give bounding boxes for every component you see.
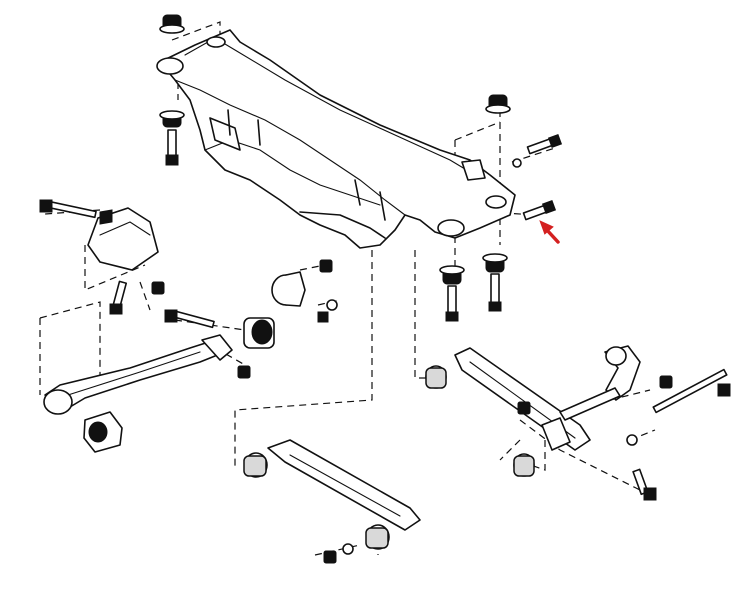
trailing-arm [43,309,275,453]
red-arrow-icon [539,220,560,244]
rear-crossmember [156,29,516,249]
right-mount-hardware [439,94,563,322]
rubber-bushings [271,259,338,323]
lateral-link-rear [425,347,657,501]
lateral-link-front [243,439,421,564]
left-mount-hardware [159,14,185,166]
toe-adjust-arm [559,345,731,446]
differential-mount-bracket [39,199,165,315]
